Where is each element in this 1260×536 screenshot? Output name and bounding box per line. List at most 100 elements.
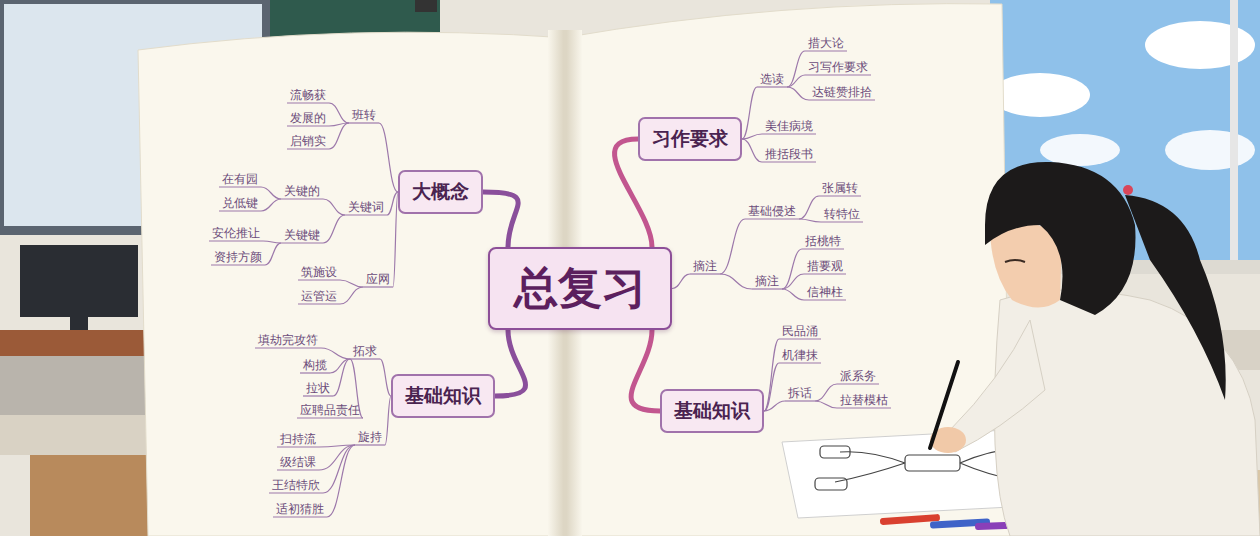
branch-label: 填劫完攻符: [258, 333, 318, 347]
label-underline: [355, 444, 385, 445]
branch-connector: [483, 192, 518, 247]
branch-label: 摘注: [755, 274, 779, 288]
label-underline: [277, 469, 319, 470]
branch-label: 班转: [352, 108, 376, 122]
pen: [930, 362, 958, 448]
branch-line: [263, 241, 281, 243]
window-frame: [1230, 0, 1238, 265]
branch-label: 关键键: [284, 228, 320, 242]
label-underline: [819, 195, 861, 196]
branch-connector: [495, 330, 526, 396]
branch-box: 习作要求: [638, 117, 742, 161]
branch-line: [323, 199, 345, 215]
branch-label: 机律抹: [782, 348, 818, 362]
label-underline: [255, 347, 321, 348]
branch-line: [742, 134, 762, 139]
label-underline: [287, 102, 329, 103]
label-underline: [779, 362, 821, 363]
label-underline: [211, 264, 265, 265]
label-underline: [837, 407, 891, 408]
branch-label: 张属转: [822, 181, 858, 195]
label-underline: [752, 288, 782, 289]
branch-line: [799, 196, 819, 219]
branch-label: 信神柱: [807, 285, 843, 299]
branch-line: [340, 287, 363, 304]
marker: [1010, 526, 1060, 533]
branch-label: 习写作要求: [808, 60, 868, 74]
branch-label: 关键的: [284, 184, 320, 198]
branch-label: 括桃特: [805, 234, 841, 248]
branch-label: 扫持流: [280, 432, 316, 446]
branch-box: 大概念: [398, 170, 483, 214]
branch-line: [815, 384, 837, 401]
student-desk: [0, 415, 170, 455]
label-underline: [273, 516, 327, 517]
central-topic: 总复习: [488, 247, 672, 330]
marker: [930, 518, 990, 528]
branch-label: 派系务: [840, 369, 876, 383]
branch-label: 达链赞排拾: [812, 85, 872, 99]
cloud: [1145, 21, 1255, 69]
branch-line: [261, 187, 281, 199]
chair: [30, 455, 150, 536]
label-underline: [298, 303, 340, 304]
label-underline: [269, 492, 323, 493]
node-text: 总复习: [514, 259, 646, 318]
branch-box: 基础知识: [391, 374, 495, 418]
branch-label: 拆话: [788, 386, 812, 400]
label-underline: [349, 122, 379, 123]
label-underline: [303, 395, 333, 396]
branch-label: 应网: [366, 272, 390, 286]
branch-label: 转特位: [824, 207, 860, 221]
branch-line: [799, 219, 821, 222]
branch-line: [742, 139, 762, 162]
branch-line: [321, 348, 350, 359]
branch-connector: [631, 330, 660, 411]
branch-label: 拓求: [353, 344, 377, 358]
branch-line: [787, 87, 809, 100]
label-underline: [209, 240, 263, 241]
label-underline: [277, 446, 319, 447]
branch-label: 拉状: [306, 381, 330, 395]
window-sill: [990, 260, 1260, 274]
branch-line: [327, 445, 355, 517]
branch-line: [764, 339, 779, 411]
label-underline: [805, 50, 847, 51]
label-underline: [281, 242, 323, 243]
label-underline: [809, 99, 875, 100]
branch-line: [742, 87, 757, 139]
label-underline: [762, 161, 816, 162]
marker: [975, 521, 1035, 530]
branch-label: 民品涌: [782, 324, 818, 338]
face: [990, 215, 1062, 308]
branch-line: [782, 274, 804, 289]
label-underline: [287, 125, 329, 126]
branch-line: [340, 280, 363, 287]
label-underline: [802, 248, 844, 249]
shirt: [994, 290, 1260, 536]
branch-label: 拉替模枯: [840, 393, 888, 407]
label-underline: [363, 286, 393, 287]
branch-label: 运管运: [301, 289, 337, 303]
label-underline: [281, 198, 323, 199]
branch-line: [265, 243, 281, 265]
label-underline: [219, 210, 261, 211]
branch-line: [333, 359, 350, 396]
label-underline: [779, 338, 821, 339]
label-underline: [350, 358, 380, 359]
branch-line: [720, 219, 745, 274]
branch-label: 筑施设: [301, 265, 337, 279]
branch-line: [323, 215, 345, 243]
speaker: [415, 0, 437, 12]
back-desk: [1000, 330, 1260, 370]
branch-line: [380, 359, 391, 396]
node-text: 习作要求: [652, 126, 728, 152]
branch-line: [329, 103, 349, 123]
branch-label: 兑低键: [222, 196, 258, 210]
branch-line: [672, 274, 690, 289]
branch-label: 发展的: [290, 111, 326, 125]
label-underline: [345, 214, 387, 215]
hand: [930, 427, 966, 453]
